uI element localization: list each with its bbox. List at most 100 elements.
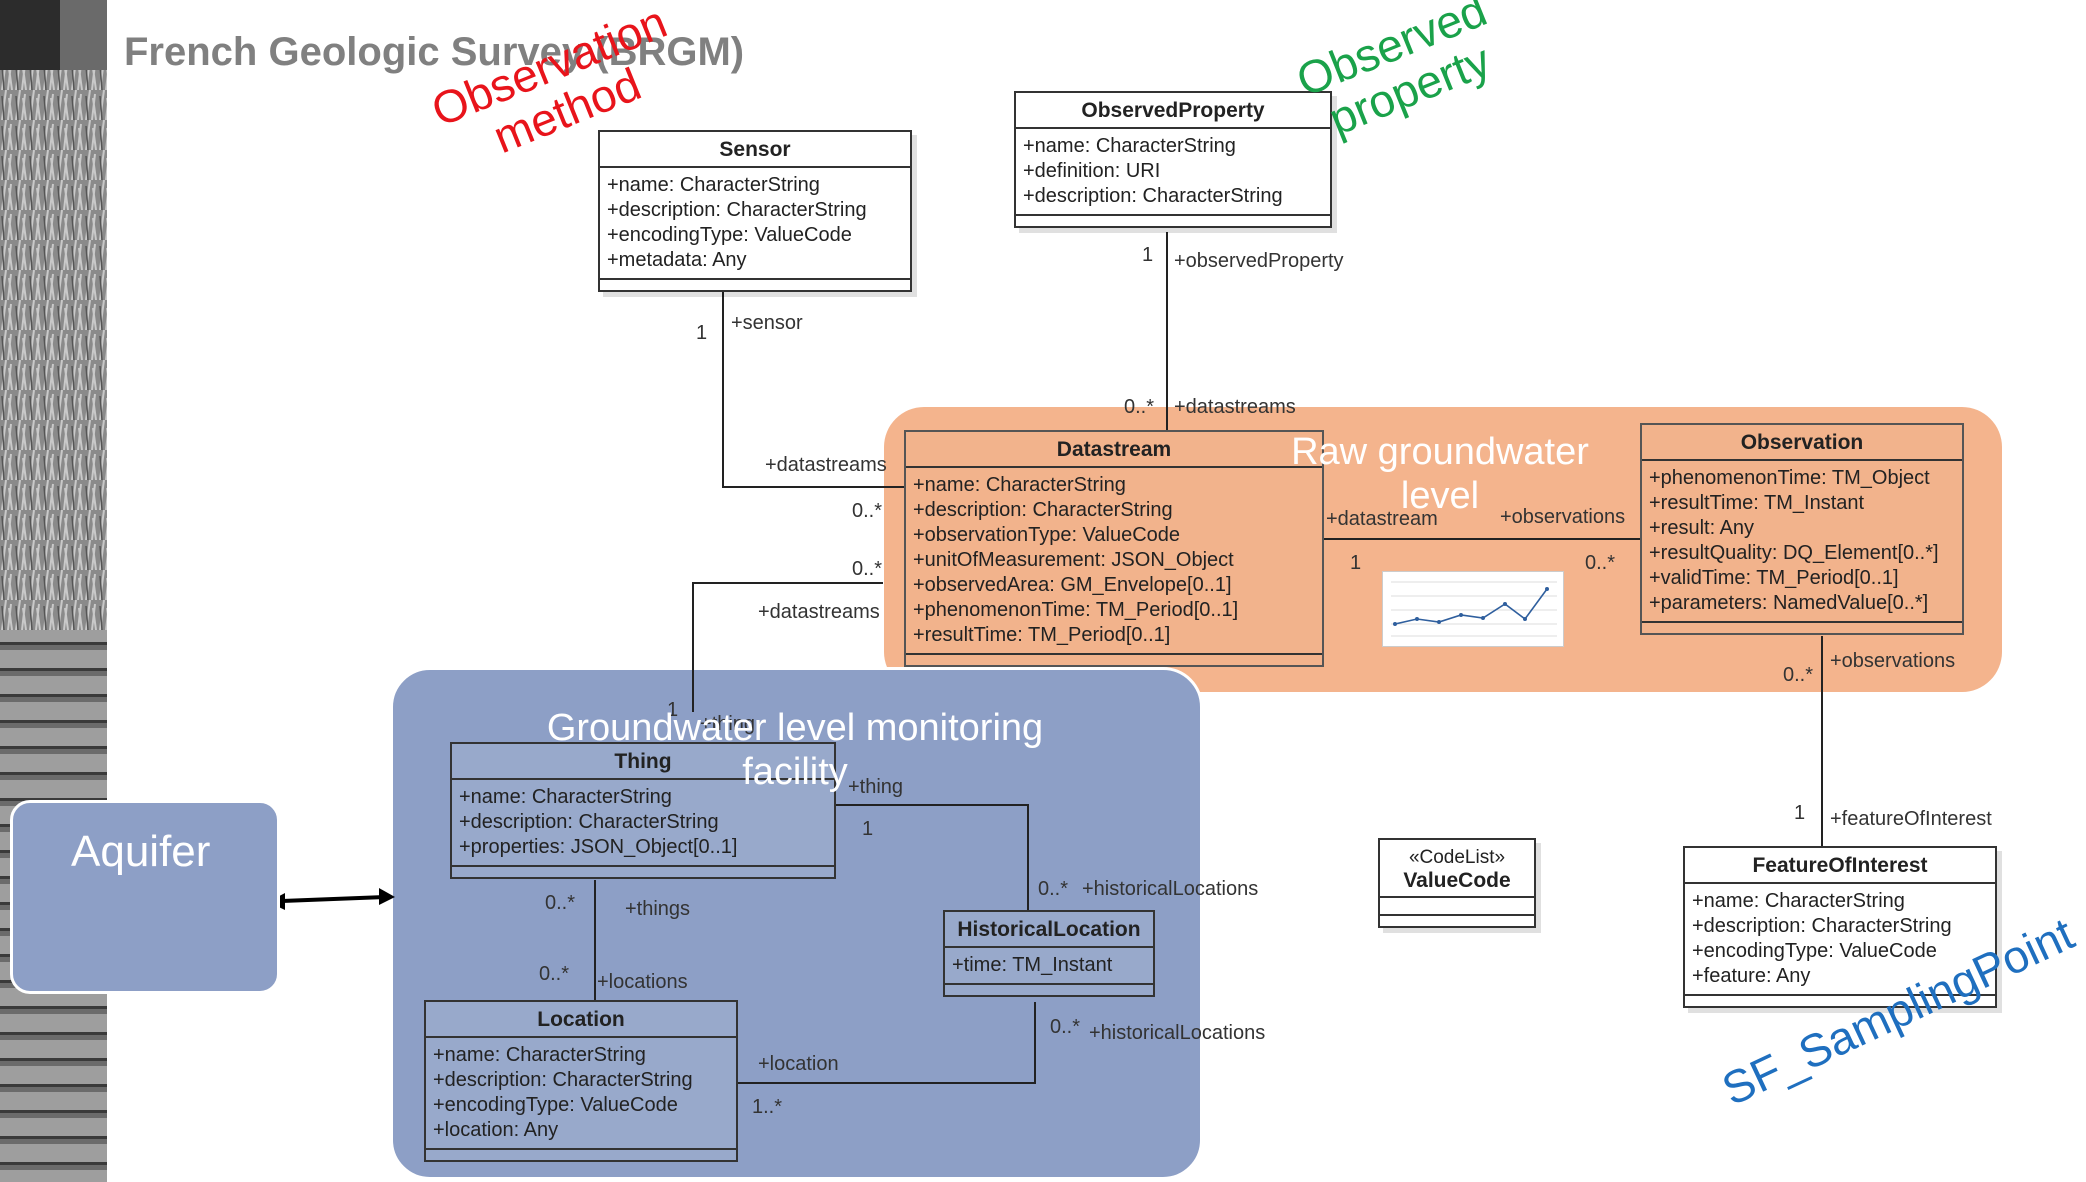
role-label: +observedProperty (1174, 250, 1344, 272)
attribute: +metadata: Any (607, 249, 747, 271)
attribute: +location: Any (433, 1119, 559, 1141)
multiplicity-label: 0..* (1038, 878, 1069, 900)
multiplicity-label: 0..* (1585, 552, 1616, 574)
attribute: +encodingType: ValueCode (607, 224, 852, 246)
attribute: +name: CharacterString (1023, 135, 1236, 157)
multiplicity-label: 1 (1350, 552, 1362, 574)
attribute: +name: CharacterString (433, 1044, 646, 1066)
attribute: +feature: Any (1692, 965, 1811, 987)
page-title: French Geologic Survey (BRGM) (124, 30, 745, 74)
operations-compartment (426, 1150, 736, 1160)
multiplicity-label: 0..* (1124, 396, 1155, 418)
multiplicity-label: 1 (1794, 802, 1806, 824)
multiplicity-label: 1 (862, 818, 874, 840)
multiplicity-label: 0..* (1783, 664, 1814, 686)
multiplicity-label: 0..* (539, 963, 570, 985)
role-label: +datastream (1326, 508, 1438, 530)
attribute: +result: Any (1649, 517, 1755, 539)
multiplicity-label: 0..* (852, 558, 883, 580)
multiplicity-label: 0..* (1050, 1016, 1081, 1038)
attribute: +unitOfMeasurement: JSON_Object (913, 549, 1234, 571)
class-name-text: ValueCode (1403, 869, 1511, 892)
attribute: +observedArea: GM_Envelope[0..1] (913, 574, 1232, 596)
multiplicity-label: 1..* (752, 1096, 783, 1118)
attribute: +resultQuality: DQ_Element[0..*] (1649, 542, 1939, 564)
class-name: Observation (1642, 425, 1962, 461)
attribute: +description: CharacterString (1692, 915, 1952, 937)
role-label: +observations (1500, 506, 1626, 528)
role-label: +datastreams (765, 454, 887, 476)
attributes-compartment (1380, 898, 1534, 916)
class-name: Thing (452, 744, 834, 780)
attribute: +description: CharacterString (433, 1069, 693, 1091)
attribute: +name: CharacterString (1692, 890, 1905, 912)
role-label: +locations (597, 971, 688, 993)
aquifer-label: Aquifer (71, 827, 211, 876)
multiplicity-label: 1 (1142, 244, 1154, 266)
class-name: Sensor (600, 132, 910, 168)
role-label: +historicalLocations (1082, 878, 1259, 900)
attribute: +encodingType: ValueCode (433, 1094, 678, 1116)
thing-class: Thing +name: CharacterString +descriptio… (450, 742, 836, 879)
attribute: +description: CharacterString (913, 499, 1173, 521)
class-name: HistoricalLocation (945, 912, 1153, 948)
historical-location-class: HistoricalLocation +time: TM_Instant (943, 910, 1155, 997)
role-label: +things (625, 898, 691, 920)
class-name: Location (426, 1002, 736, 1038)
class-stereotype: «CodeList» (1408, 847, 1506, 868)
role-label: +featureOfInterest (1830, 808, 1992, 830)
sensor-class: Sensor +name: CharacterString +descripti… (598, 130, 912, 292)
attribute: +resultTime: TM_Instant (1649, 492, 1865, 514)
attribute: +description: CharacterString (459, 811, 719, 833)
feature-of-interest-class: FeatureOfInterest +name: CharacterString… (1683, 846, 1997, 1008)
thing-historical-line (834, 804, 1029, 910)
operations-compartment (1016, 216, 1330, 226)
location-historical-line (735, 1002, 1036, 1084)
aquifer-box: Aquifer (10, 800, 280, 994)
attribute: +name: CharacterString (607, 174, 820, 196)
attribute: +name: CharacterString (459, 786, 672, 808)
multiplicity-label: 0..* (545, 892, 576, 914)
sensor-datastream-line (722, 290, 905, 488)
value-code-class: «CodeList» ValueCode (1378, 838, 1536, 928)
datastream-class: Datastream +name: CharacterString +descr… (904, 430, 1324, 667)
monitoring-facility-title-text: Groundwater level monitoring facility (546, 707, 1044, 793)
thing-datastream-line (692, 582, 883, 712)
role-label: +historicalLocations (1089, 1022, 1266, 1044)
operations-compartment (1380, 916, 1534, 926)
role-label: +thing (700, 713, 756, 735)
role-label: +location (758, 1053, 839, 1075)
operations-compartment (906, 655, 1322, 665)
operations-compartment (452, 867, 834, 877)
attribute: +observationType: ValueCode (913, 524, 1181, 546)
attribute: +name: CharacterString (913, 474, 1126, 496)
operations-compartment (1642, 623, 1962, 633)
role-label: +sensor (731, 312, 803, 334)
raw-groundwater-title: Raw groundwater level (1290, 430, 1590, 518)
multiplicity-label: 1 (696, 322, 708, 344)
class-name: ObservedProperty (1016, 93, 1330, 129)
attribute: +description: CharacterString (607, 199, 867, 221)
attribute: +properties: JSON_Object[0..1] (459, 836, 738, 858)
attribute: +phenomenonTime: TM_Period[0..1] (913, 599, 1239, 621)
role-label: +observations (1830, 650, 1956, 672)
multiplicity-label: 0..* (852, 500, 883, 522)
attribute: +definition: URI (1023, 160, 1161, 182)
thumbnail-chart (1391, 581, 1557, 637)
attribute: +resultTime: TM_Period[0..1] (913, 624, 1171, 646)
multiplicity-label: 1 (667, 699, 679, 721)
attribute: +phenomenonTime: TM_Object (1649, 467, 1930, 489)
attribute: +parameters: NamedValue[0..*] (1649, 592, 1929, 614)
role-label: +thing (848, 776, 904, 798)
observed-property-class: ObservedProperty +name: CharacterString … (1014, 91, 1332, 228)
observation-class: Observation +phenomenonTime: TM_Object +… (1640, 423, 1964, 635)
attribute: +validTime: TM_Period[0..1] (1649, 567, 1899, 589)
attribute: +description: CharacterString (1023, 185, 1283, 207)
attribute: +encodingType: ValueCode (1692, 940, 1937, 962)
aquifer-link-arrow (268, 888, 395, 910)
location-class: Location +name: CharacterString +descrip… (424, 1000, 738, 1162)
class-name: «CodeList» ValueCode (1380, 840, 1534, 898)
operations-compartment (945, 985, 1153, 995)
operations-compartment (600, 280, 910, 290)
